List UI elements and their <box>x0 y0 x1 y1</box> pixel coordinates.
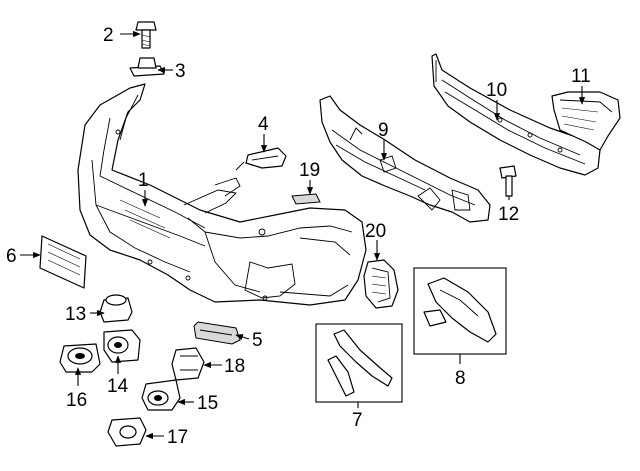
sensor-part-16 <box>59 343 101 373</box>
callout-20: 20 <box>365 221 386 242</box>
detail-box-8 <box>413 267 507 355</box>
sensor-part-13 <box>99 294 133 323</box>
callout-11: 11 <box>571 66 591 87</box>
bumper-cover-part <box>77 83 367 306</box>
callout-14: 14 <box>107 376 129 397</box>
reflector-part <box>193 321 241 345</box>
callout-13: 13 <box>65 304 86 325</box>
callout-16: 16 <box>66 390 87 411</box>
clip-nut-part <box>129 57 165 77</box>
bracket-part-11 <box>551 91 621 151</box>
leader-lines <box>20 30 586 440</box>
cover-part-19 <box>291 193 321 205</box>
callout-8: 8 <box>455 368 466 389</box>
absorber-part <box>319 95 491 223</box>
sensor-part-15 <box>141 379 181 411</box>
callout-10: 10 <box>486 80 507 101</box>
callout-7: 7 <box>352 410 363 431</box>
license-bracket-part <box>39 235 87 289</box>
bracket-part-18 <box>171 347 205 381</box>
lamp-part <box>363 259 399 309</box>
sensor-part-14 <box>103 329 141 363</box>
callout-6: 6 <box>6 246 17 267</box>
callout-17: 17 <box>167 427 188 448</box>
callout-2: 2 <box>103 25 114 46</box>
callout-9: 9 <box>378 120 389 141</box>
callout-1: 1 <box>138 170 149 191</box>
bracket-part-4 <box>235 147 287 171</box>
callout-3: 3 <box>175 61 186 82</box>
callout-18: 18 <box>224 356 245 377</box>
detail-box-7 <box>315 323 403 403</box>
callout-5: 5 <box>252 330 263 351</box>
callout-labels: 1 2 3 4 5 6 7 8 9 10 11 12 13 14 15 16 1… <box>6 25 591 448</box>
callout-4: 4 <box>258 114 269 135</box>
screw-part <box>499 165 517 197</box>
callout-12: 12 <box>498 204 519 225</box>
sensor-bracket-part-17 <box>107 417 147 447</box>
bolt-part <box>135 21 157 49</box>
callout-19: 19 <box>299 160 320 181</box>
callout-15: 15 <box>197 393 218 414</box>
